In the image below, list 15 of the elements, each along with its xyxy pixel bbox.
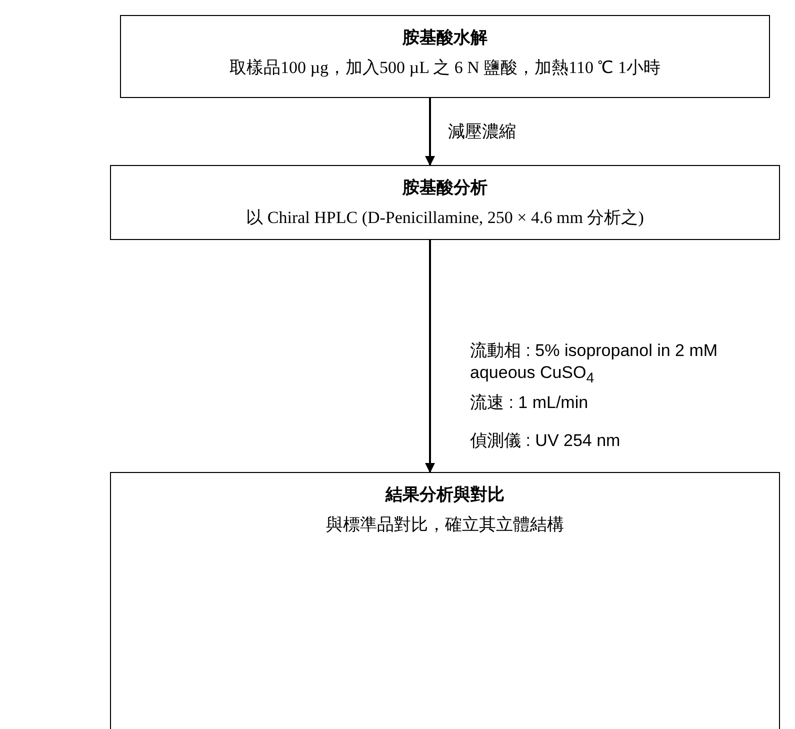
condition-note: 偵測儀 : UV 254 nm bbox=[470, 430, 622, 452]
process-box bbox=[110, 472, 780, 729]
arrow bbox=[425, 98, 435, 166]
condition-note: 流速 : 1 mL/min bbox=[470, 392, 590, 414]
edge-label: 減壓濃縮 bbox=[448, 120, 516, 142]
condition-note: 流動相 : 5% isopropanol in 2 mM aqueous CuSO$_{4}$ bbox=[470, 340, 719, 388]
box-heading: 胺基酸水解 bbox=[401, 27, 488, 49]
process-box bbox=[120, 15, 770, 98]
process-box bbox=[110, 165, 780, 240]
box-heading: 結果分析與對比 bbox=[384, 484, 506, 506]
box-text: 以 Chiral HPLC (D-Penicillamine, 250 × 4.6 mm 分析之) bbox=[245, 207, 645, 229]
box-text: 與標準品對比，確立其立體結構 bbox=[325, 514, 565, 536]
arrow bbox=[425, 240, 435, 473]
box-text: 取樣品100 µg，加入500 µL 之 6 N 鹽酸，加熱110 ℃ 1小時 bbox=[228, 57, 662, 79]
box-heading: 胺基酸分析 bbox=[401, 177, 488, 199]
